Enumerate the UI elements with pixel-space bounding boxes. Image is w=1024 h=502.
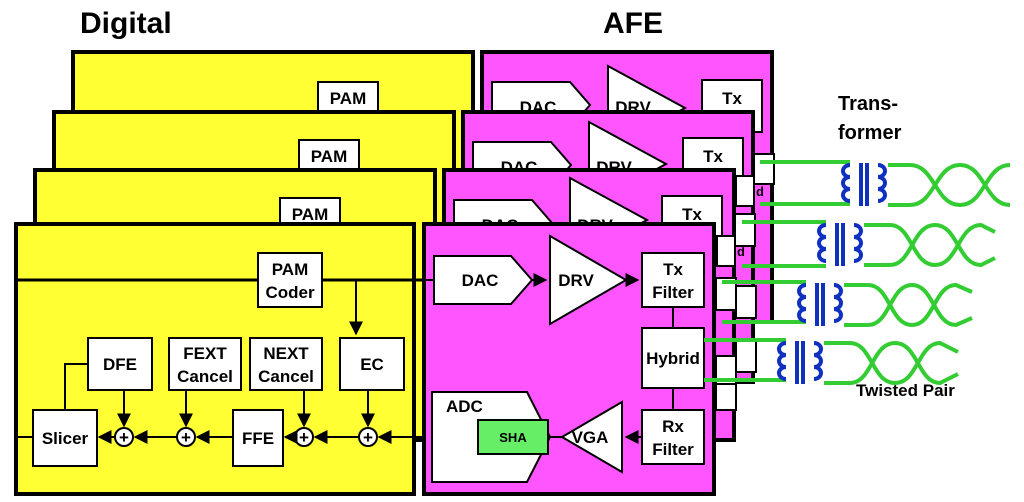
afe-connections [414,273,674,444]
summer-node: + [294,427,314,447]
slicer-label: Slicer [42,429,89,448]
next-label-2: Cancel [258,367,314,386]
adc-label: ADC [446,397,483,416]
transformer-icon [777,341,823,384]
sha-label: SHA [499,430,527,445]
tx-label: Tx [722,89,742,108]
tx-filter-label-1: Tx [663,260,683,279]
transformer-icon [841,163,887,206]
rx-filter-block [641,409,705,465]
rx-filter-label-1: Rx [662,417,684,436]
drv-block [549,234,628,326]
tx-filter-block [641,252,705,308]
ec-block [339,337,405,391]
edge-label: d [756,184,764,199]
rx-filter-label-2: Filter [652,440,694,459]
hybrid-block [641,327,705,389]
afe-panel: DAC DRV Tx Filter Hybrid Rx Filter ADC S… [414,222,716,496]
pam-coder-label-1: PAM [272,260,309,279]
twisted-pair-label: Twisted Pair [856,381,955,400]
tx-label: Tx [703,147,723,166]
hybrid-label: Hybrid [646,349,700,368]
ffe-label: FFE [242,429,274,448]
vga-block [560,400,623,474]
slicer-block [32,409,98,467]
transformer-heading-line2: former [838,122,902,144]
next-cancel-block [249,337,323,391]
pam-coder-label-2: Coder [265,283,315,302]
pam-label: PAM [330,89,367,108]
pam-label: PAM [311,147,348,166]
transformer-leads [704,160,850,382]
edge-label: d [737,244,745,259]
digital-heading: Digital [80,7,172,40]
twisted-pair-icon [844,282,973,328]
sha-block [477,419,549,455]
svg-text:+: + [363,428,373,447]
digital-panel: PAM Coder DFE FEXT Cancel NEXT Cancel EC… [14,222,432,496]
afe-heading: AFE [603,7,663,40]
twisted-pair-icon [824,340,959,386]
digital-connections [18,280,432,444]
svg-text:+: + [181,428,191,447]
fext-label-1: FEXT [183,344,227,363]
ffe-block [232,409,284,467]
pam-label: PAM [292,205,329,224]
svg-text:+: + [299,428,309,447]
dac-block [433,255,534,305]
summer-node: + [114,427,134,447]
summer-node: + [176,427,196,447]
pam-coder-block [257,252,323,308]
transformer-icon [817,223,863,266]
transformer-icon [797,283,843,326]
ec-label: EC [360,355,384,374]
drv-label: DRV [558,271,594,290]
next-label-1: NEXT [263,344,309,363]
tx-filter-label-2: Filter [652,283,694,302]
dfe-label: DFE [103,355,137,374]
twisted-pair-icon [888,162,1011,208]
twisted-pair-icon [864,222,996,268]
fext-cancel-block [168,337,242,391]
vga-label: VGA [572,428,609,447]
tx-label: Tx [682,205,702,224]
svg-text:+: + [119,428,129,447]
fext-label-2: Cancel [177,367,233,386]
transformer-heading-line1: Trans- [838,93,898,115]
dac-label: DAC [462,271,499,290]
summer-node: + [358,427,378,447]
